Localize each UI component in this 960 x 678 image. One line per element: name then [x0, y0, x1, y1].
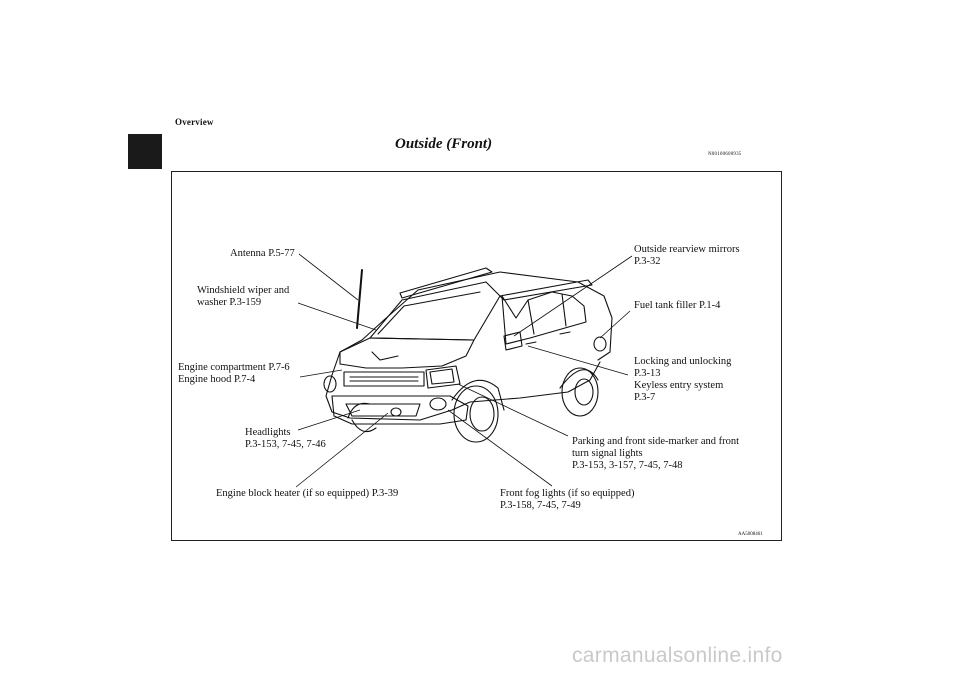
section-header: Overview — [175, 117, 214, 127]
label-engine-block-heater: Engine block heater (if so equipped) P.3… — [216, 488, 399, 499]
label-antenna: Antenna P.5-77 — [230, 248, 295, 259]
label-fuel-tank-filler: Fuel tank filler P.1-4 — [634, 300, 721, 311]
page-title: Outside (Front) — [395, 136, 493, 152]
figure-code: AA5008461 — [738, 532, 763, 537]
figure-frame — [171, 171, 782, 541]
label-front-fog-lights: Front fog lights (if so equipped) P.3-15… — [500, 488, 635, 511]
section-tab — [128, 134, 162, 169]
label-windshield-wiper: Windshield wiper and washer P.3-159 — [197, 285, 290, 308]
label-headlights: Headlights P.3-153, 7-45, 7-46 — [245, 427, 326, 450]
page-code: N00100600935 — [708, 152, 742, 157]
label-engine-compartment: Engine compartment P.7-6 Engine hood P.7… — [178, 362, 290, 385]
label-locking-unlocking: Locking and unlocking P.3-13 Keyless ent… — [634, 356, 732, 403]
label-parking-lights: Parking and front side-marker and front … — [572, 436, 740, 471]
watermark: carmanualsonline.info — [572, 644, 783, 667]
label-outside-mirrors: Outside rearview mirrors P.3-32 — [634, 244, 740, 267]
